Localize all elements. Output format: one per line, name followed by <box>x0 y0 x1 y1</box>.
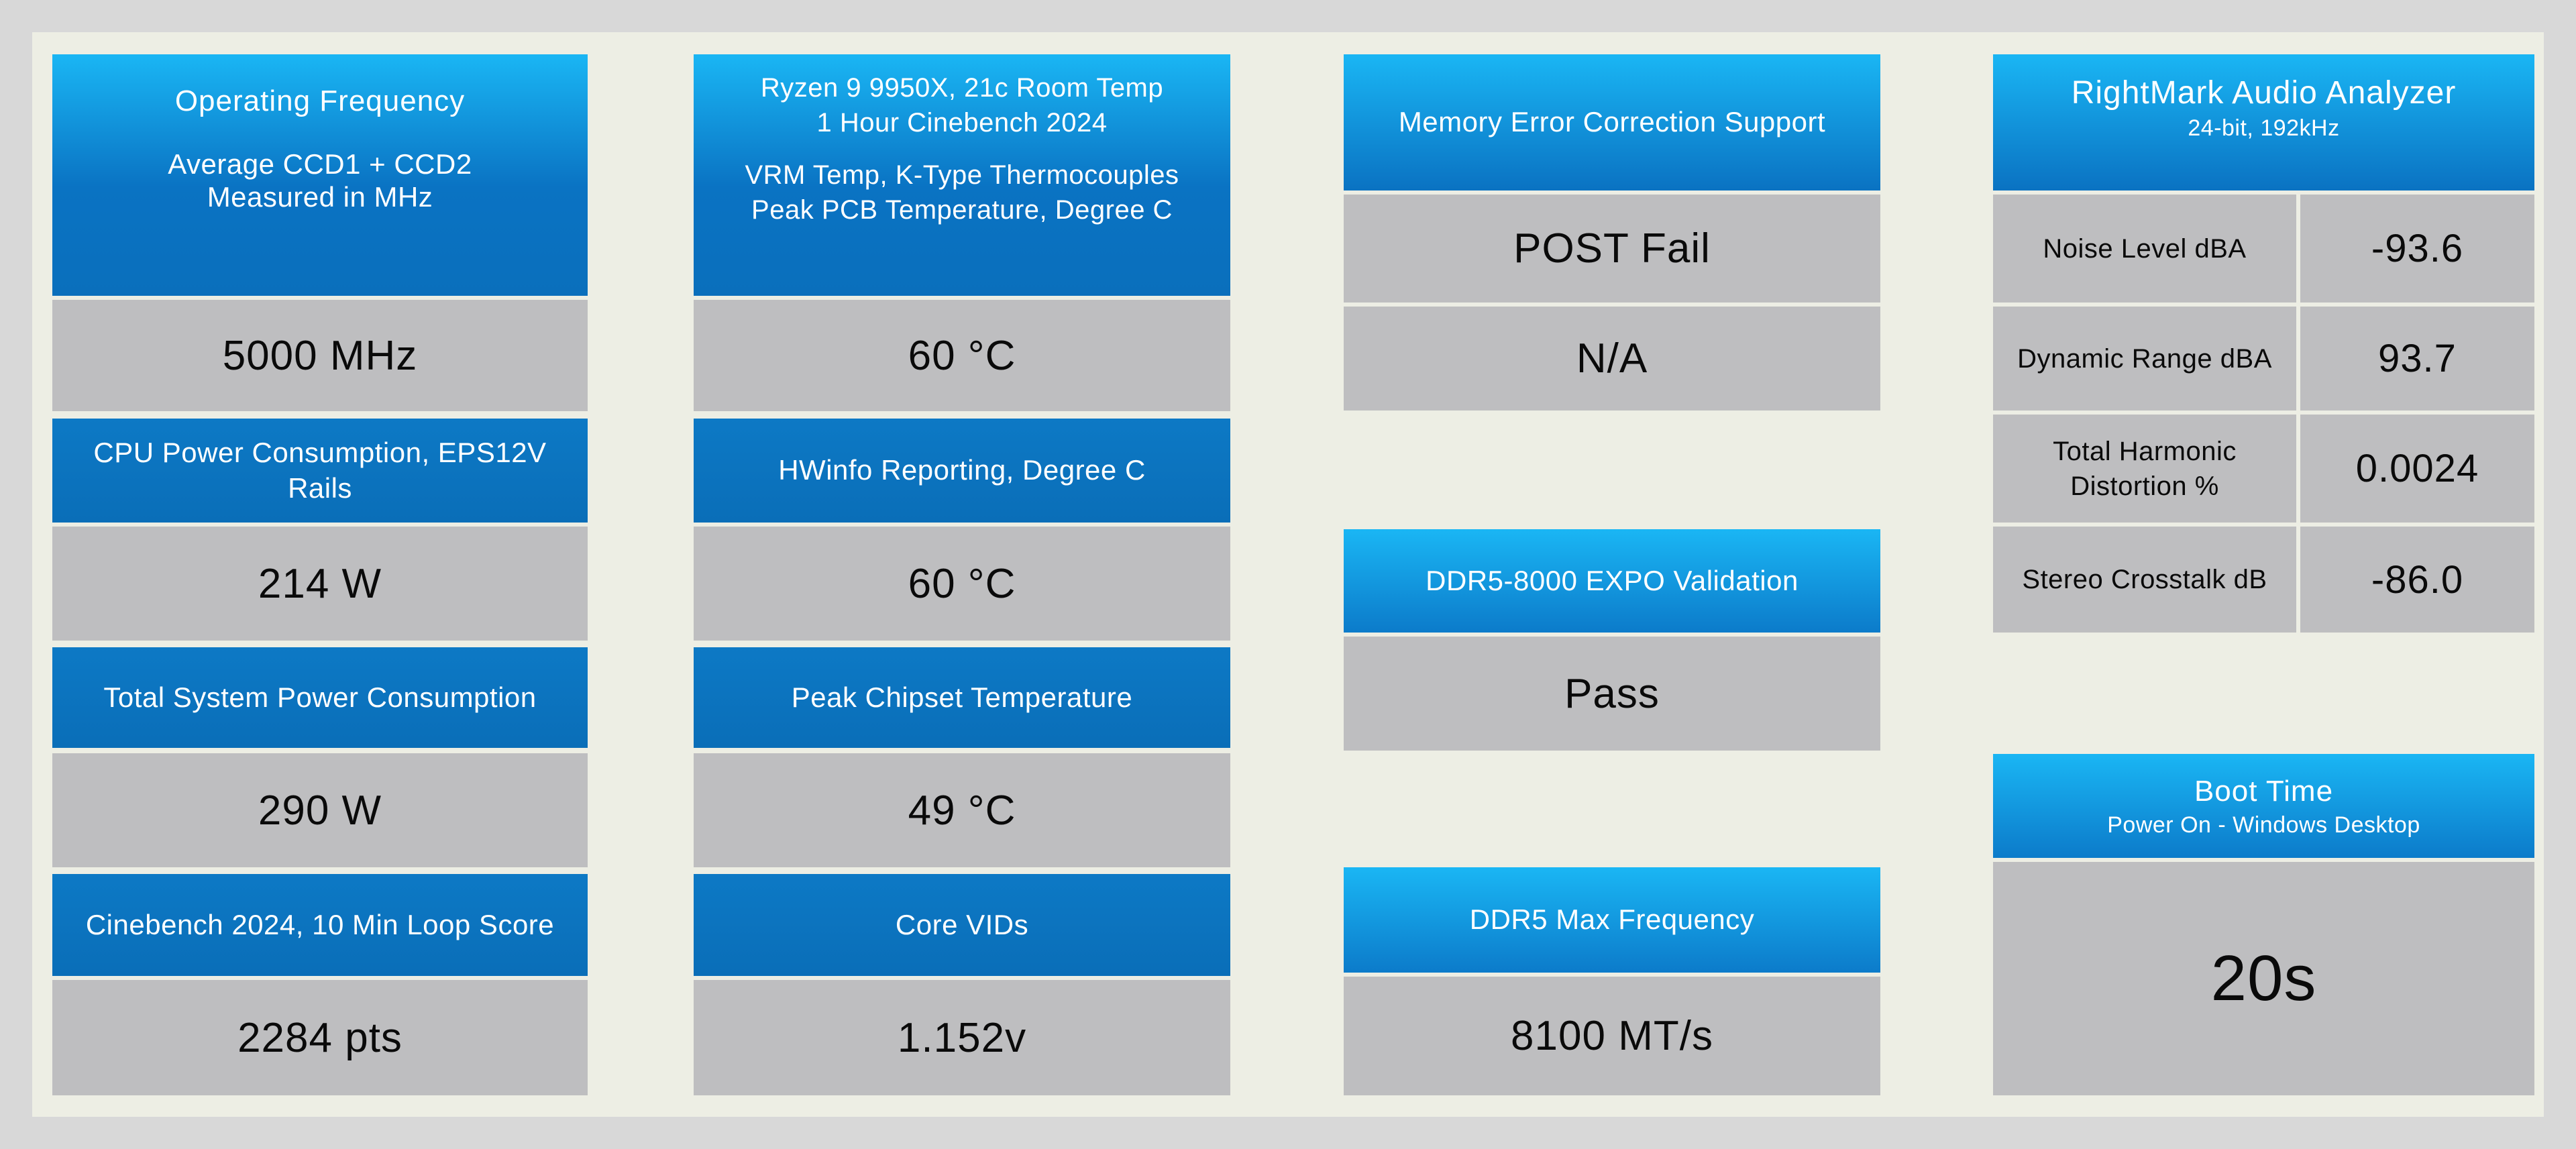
system-power-label-cell: Total System Power Consumption <box>52 647 588 748</box>
rmaa-row-value: -86.0 <box>2300 527 2534 633</box>
rmaa-row-label: Dynamic Range dBA <box>1993 307 2296 411</box>
subtitle-line-2: Measured in MHz <box>207 181 433 213</box>
ddr5-max-freq-label-cell: DDR5 Max Frequency <box>1344 867 1880 973</box>
hwinfo-label-cell: HWinfo Reporting, Degree C <box>694 419 1230 523</box>
rmaa-row-label: Total Harmonic Distortion % <box>1993 415 2296 523</box>
ecc-post-value-cell: POST Fail <box>1344 195 1880 303</box>
expo-validation-label-cell: DDR5-8000 EXPO Validation <box>1344 529 1880 633</box>
frequency-value-cell: 5000 MHz <box>52 300 588 411</box>
boot-time-header: Boot Time Power On - Windows Desktop <box>1993 754 2534 858</box>
chipset-temp-label-cell: Peak Chipset Temperature <box>694 647 1230 748</box>
rmaa-row-label: Stereo Crosstalk dB <box>1993 527 2296 633</box>
thermal-header-test-setup: Ryzen 9 9950X, 21c Room Temp 1 Hour Cine… <box>761 70 1163 140</box>
vrm-temp-value-cell: 60 °C <box>694 300 1230 411</box>
core-vids-value-cell: 1.152v <box>694 980 1230 1095</box>
boot-time-value-cell: 20s <box>1993 862 2534 1095</box>
rmaa-header: RightMark Audio Analyzer 24-bit, 192kHz <box>1993 54 2534 190</box>
ecc-support-header: Memory Error Correction Support <box>1344 54 1880 190</box>
operating-frequency-subtitle: Average CCD1 + CCD2 Measured in MHz <box>168 148 472 214</box>
rmaa-row-value: 93.7 <box>2300 307 2534 411</box>
thermal-header-line-1: Ryzen 9 9950X, 21c Room Temp <box>760 73 1164 103</box>
rmaa-title: RightMark Audio Analyzer <box>2071 74 2457 111</box>
hwinfo-value-cell: 60 °C <box>694 527 1230 641</box>
chipset-temp-value-cell: 49 °C <box>694 753 1230 867</box>
cinebench-value-cell: 2284 pts <box>52 980 588 1095</box>
subtitle-line-1: Average CCD1 + CCD2 <box>168 148 472 180</box>
rmaa-subtitle: 24-bit, 192kHz <box>2188 115 2340 141</box>
expo-validation-value-cell: Pass <box>1344 637 1880 751</box>
page-background: Operating Frequency Average CCD1 + CCD2 … <box>32 32 2544 1117</box>
cpu-power-label-cell: CPU Power Consumption, EPS12V Rails <box>52 419 588 523</box>
ecc-na-value-cell: N/A <box>1344 307 1880 411</box>
operating-frequency-header: Operating Frequency Average CCD1 + CCD2 … <box>52 54 588 296</box>
cinebench-label-cell: Cinebench 2024, 10 Min Loop Score <box>52 874 588 976</box>
boot-time-subtitle: Power On - Windows Desktop <box>2107 812 2420 838</box>
thermal-header-measurement: VRM Temp, K-Type Thermocouples Peak PCB … <box>745 158 1179 227</box>
core-vids-label-cell: Core VIDs <box>694 874 1230 976</box>
thermal-header-line-3: VRM Temp, K-Type Thermocouples <box>745 160 1179 190</box>
rmaa-row-value: -93.6 <box>2300 195 2534 303</box>
boot-time-title: Boot Time <box>2194 775 2334 808</box>
cpu-power-value-cell: 214 W <box>52 527 588 641</box>
thermal-header-line-2: 1 Hour Cinebench 2024 <box>816 108 1108 138</box>
system-power-value-cell: 290 W <box>52 753 588 867</box>
thermal-header-line-4: Peak PCB Temperature, Degree C <box>751 195 1173 225</box>
operating-frequency-title: Operating Frequency <box>174 85 466 117</box>
rmaa-row-value: 0.0024 <box>2300 415 2534 523</box>
thermal-header: Ryzen 9 9950X, 21c Room Temp 1 Hour Cine… <box>694 54 1230 296</box>
rmaa-row-label: Noise Level dBA <box>1993 195 2296 303</box>
ddr5-max-freq-value-cell: 8100 MT/s <box>1344 977 1880 1095</box>
